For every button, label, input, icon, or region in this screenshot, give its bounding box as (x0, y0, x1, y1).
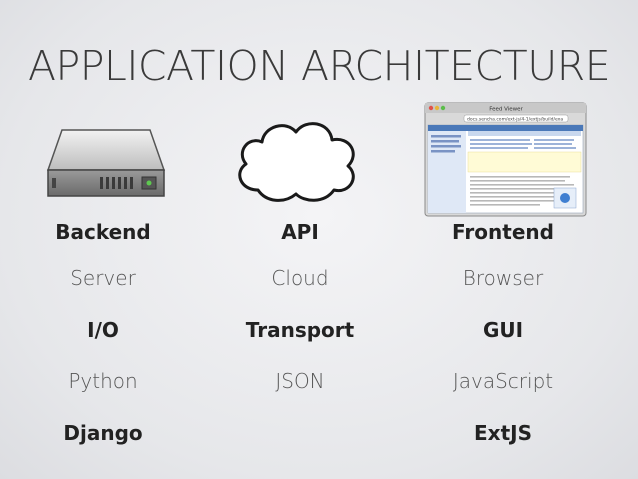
column-header: Backend (55, 220, 151, 244)
column-framework: Django (63, 421, 143, 445)
column-header: Frontend (452, 220, 554, 244)
browser-window-icon: Feed Viewer docs.sencha.com/ext-js/4-1/e… (424, 102, 587, 217)
column-header: API (281, 220, 319, 244)
column-place: Cloud (271, 266, 329, 290)
server-icon (40, 122, 170, 202)
cloud-icon (228, 112, 364, 208)
column-place: Server (70, 266, 136, 290)
column-framework: ExtJS (474, 421, 532, 445)
browser-url: docs.sencha.com/ext-js/4-1/extjs/build/e… (467, 117, 563, 123)
column-role: GUI (482, 318, 524, 342)
column-language: JavaScript (452, 369, 554, 393)
browser-window-title: Feed Viewer (489, 107, 523, 113)
column-role: I/O (87, 318, 119, 342)
column-role: Transport (245, 318, 355, 342)
column-language: Python (68, 369, 138, 393)
column-language: JSON (275, 369, 325, 393)
column-place: Browser (462, 266, 544, 290)
slide-title: APPLICATION ARCHITECTURE (28, 42, 611, 90)
